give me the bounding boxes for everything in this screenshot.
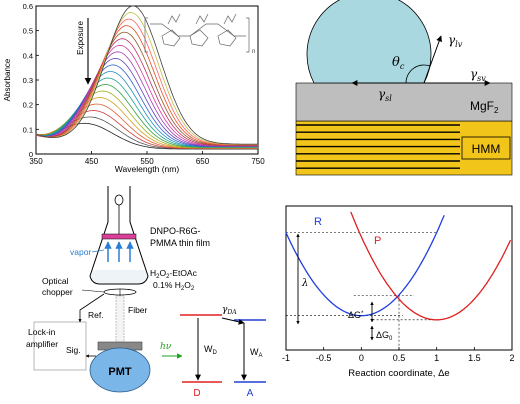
mgf2-label: MgF2	[470, 99, 499, 115]
polymer-subscript: n	[252, 49, 255, 55]
absorbance-curve	[35, 64, 258, 147]
absorbance-x-tick-label: 450	[85, 157, 99, 166]
exposure-label: Exposure	[76, 21, 85, 55]
fiber-label: Fiber	[128, 305, 148, 315]
marcus-x-tick-label: 0	[359, 353, 364, 363]
curve-P-label: P	[374, 235, 381, 247]
film-label-2: PMMA thin film	[150, 238, 210, 248]
curve-R-label: R	[314, 216, 322, 228]
wa-label: WA	[250, 347, 263, 359]
absorbance-curve	[35, 31, 258, 146]
marcus-x-tick-label: 1	[434, 353, 439, 363]
marcus-x-tick-label: -0.5	[316, 353, 332, 363]
absorbance-x-tick-label: 550	[140, 157, 154, 166]
absorbance-x-tick-label: 650	[196, 157, 210, 166]
absorbance-y-tick-label: 0.3	[23, 76, 33, 85]
marcus-x-tick-label: 1.5	[468, 353, 481, 363]
vapor-pointer	[91, 249, 105, 253]
polymer-structure-icon	[144, 13, 250, 53]
lambda-label: λ	[301, 278, 308, 289]
donor-label: D	[193, 388, 200, 399]
fiber	[115, 295, 125, 343]
film-sample	[101, 233, 137, 240]
theta-arc	[405, 64, 431, 84]
absorbance-y-tick-label: 0.1	[23, 125, 33, 134]
absorbance-ylabel: Absorbance	[3, 58, 12, 101]
absorbance-x-tick-label: 350	[29, 157, 43, 166]
absorbance-curve	[35, 18, 258, 146]
solution-label-1: H2O2-EtOAc	[150, 268, 198, 280]
chopper-pointer	[81, 289, 105, 293]
acceptor-label: A	[247, 388, 254, 399]
flask-solution	[91, 270, 147, 283]
lockin-label-2: amplifier	[26, 339, 58, 349]
flask-stopper-icon	[114, 194, 124, 206]
film-label-1: DNPO-R6G-	[150, 226, 201, 236]
chopper-label-2: chopper	[42, 287, 73, 297]
marcus-x-tick-label: 2	[509, 353, 514, 363]
marcus-ticks: -1 -0.5 0 0.5 1 1.5 2	[282, 347, 515, 363]
absorbance-ticks: 350 450 550 650 750 0 0.1 0.2 0.3 0.4 0.5 0.6	[23, 2, 266, 166]
solution-label-2: 0.1% H2O2	[153, 280, 195, 292]
marcus-x-tick-label: 0.5	[393, 353, 406, 363]
hmm-label: HMM	[472, 142, 501, 156]
gamma-lv-arrow	[423, 35, 442, 84]
hv-label: hν	[160, 342, 172, 352]
absorbance-curve	[35, 57, 258, 147]
pmt-body	[89, 347, 151, 393]
absorbance-xlabel: Wavelength (nm)	[115, 164, 180, 174]
chopper-label-1: Optical	[42, 276, 69, 286]
pmt-label: PMT	[108, 366, 132, 378]
gamma-lv-label: γlv	[448, 33, 463, 49]
absorbance-curve	[35, 5, 258, 145]
marcus-x-tick-label: -1	[282, 353, 290, 363]
marcus-guides	[286, 232, 437, 350]
marcus-xlabel: Reaction coordinate, Δe	[348, 368, 449, 379]
gamma-sv-label: γsv	[470, 67, 486, 83]
absorbance-curves	[35, 5, 258, 150]
dg0-label: ΔG0	[376, 330, 393, 342]
lockin-label-1: Lock-in	[28, 327, 56, 337]
absorbance-y-tick-label: 0.2	[23, 101, 33, 110]
lockin-box	[33, 321, 87, 371]
mgf2-substrate	[295, 82, 513, 122]
energy-panel: hν γDA WD WA D A	[160, 305, 266, 399]
absorbance-curve	[35, 12, 258, 145]
absorbance-y-tick-label: 0.4	[23, 51, 33, 60]
curve-R	[285, 214, 445, 317]
ref-label: Ref.	[88, 310, 104, 320]
absorbance-y-tick-label: 0	[29, 150, 33, 159]
absorbance-x-tick-label: 750	[251, 157, 265, 166]
contact-angle-panel: HMM MgF2 θc γlv γsv γsl	[295, 0, 513, 176]
hmm-label-box	[461, 136, 511, 160]
hv-arrow	[180, 320, 184, 350]
vapor-label: vapor	[70, 247, 91, 257]
setup-panel: vapor DNPO-R6G- PMMA thin film H2O2-EtOA…	[26, 186, 210, 393]
droplet	[306, 0, 432, 84]
curve-P	[350, 211, 512, 321]
sig-label: Sig.	[66, 345, 81, 355]
hmm-stripes	[296, 124, 460, 169]
ref-wire	[78, 293, 105, 323]
gamma-da-arrow	[221, 317, 245, 325]
marcus-panel: -1 -0.5 0 0.5 1 1.5 2 R P λ ΔG* ΔG0 Reaction c…	[282, 205, 515, 379]
absorbance-y-tick-label: 0.6	[23, 2, 33, 11]
absorbance-panel: 350 450 550 650 750 0 0.1 0.2 0.3 0.4 0.5 0.6 Absor…	[3, 2, 265, 174]
wd-label: WD	[204, 344, 218, 356]
dgstar-label: ΔG*	[348, 310, 364, 320]
gamma-da-label: γDA	[222, 305, 237, 316]
absorbance-y-tick-label: 0.5	[23, 27, 33, 36]
